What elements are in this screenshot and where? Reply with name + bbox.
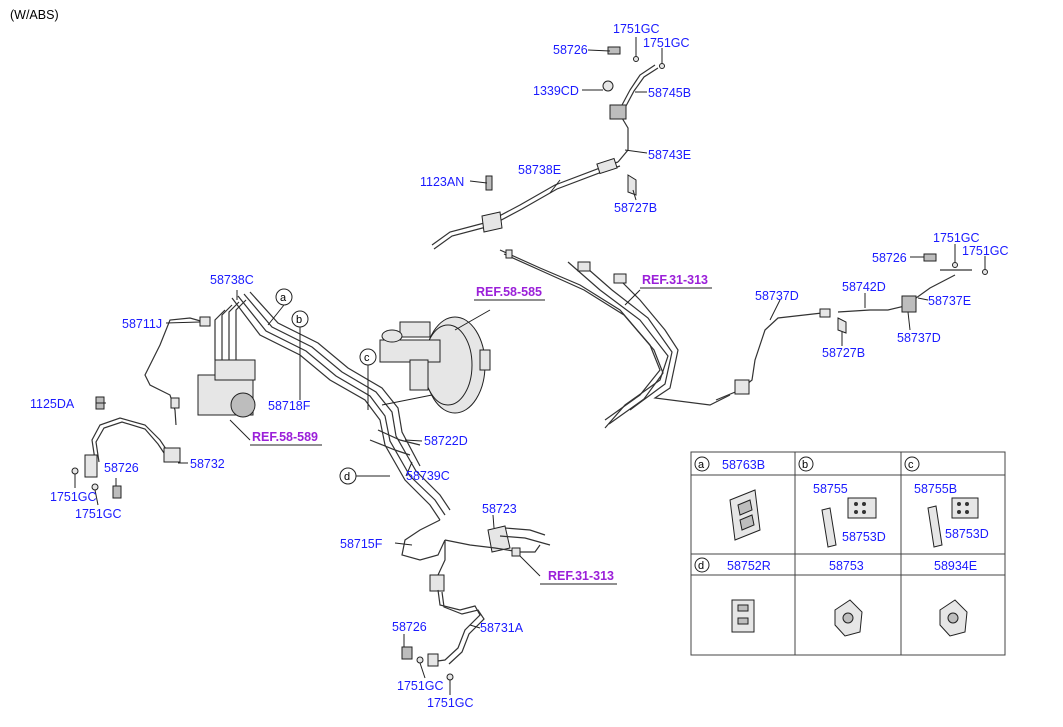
callout-circle-d — [339, 467, 357, 485]
label-1751gc-bot1: 1751GC — [397, 679, 444, 693]
bracket-58723 — [444, 525, 551, 557]
table-key-b: b — [802, 459, 808, 471]
label-58727b-top: 58727B — [614, 201, 657, 215]
label-58726-bot: 58726 — [392, 620, 427, 634]
right-front-pipe-hose — [401, 519, 485, 681]
label-58727b-right: 58727B — [822, 346, 865, 360]
table-key-a: a — [698, 459, 705, 471]
table-part-58934e: 58934E — [934, 559, 977, 573]
label-1751gc-bot2: 1751GC — [427, 696, 474, 710]
table-part-58752r: 58752R — [727, 559, 771, 573]
label-1339cd: 1339CD — [533, 84, 579, 98]
ref-58-585: REF.58-585 — [476, 285, 542, 299]
label-1751gc-right2: 1751GC — [962, 244, 1009, 258]
callout-circles: a b c d — [275, 288, 377, 485]
label-58715f: 58715F — [340, 537, 383, 551]
table-key-d: d — [698, 560, 704, 572]
label-58738c: 58738C — [210, 273, 254, 287]
left-front-pipe — [144, 316, 211, 426]
abs-modulator — [197, 299, 256, 418]
label-1751gc-left2: 1751GC — [75, 507, 122, 521]
label-58722d: 58722D — [424, 434, 468, 448]
callout-c: c — [364, 352, 370, 364]
main-pipe-bundle — [231, 291, 451, 521]
label-1123an: 1123AN — [420, 175, 464, 189]
label-58711j: 58711J — [122, 317, 162, 331]
diagram-header: (W/ABS) — [10, 8, 59, 22]
table-part-58763b: 58763B — [722, 458, 765, 472]
brake-booster — [379, 316, 491, 414]
table-c-58755b: 58755B — [914, 482, 957, 496]
label-58743e: 58743E — [648, 148, 691, 162]
callout-d: d — [344, 471, 350, 483]
label-1125da: 1125DA — [30, 397, 75, 411]
label-1751gc-left1: 1751GC — [50, 490, 97, 504]
reference-labels: REF.58-585 REF.31-313 REF.58-589 REF.31-… — [250, 273, 712, 585]
label-1751gc-top1: 1751GC — [613, 22, 660, 36]
label-58726-top: 58726 — [553, 43, 588, 57]
clip-58755-image — [821, 497, 877, 548]
label-58732: 58732 — [190, 457, 225, 471]
label-58718f: 58718F — [268, 399, 311, 413]
label-58726-right: 58726 — [872, 251, 907, 265]
center-pipe-bundle — [499, 249, 731, 429]
label-58737d-right: 58737D — [897, 331, 941, 345]
ref-58-589: REF.58-589 — [252, 430, 318, 444]
ref-31-313-top: REF.31-313 — [642, 273, 708, 287]
callout-circle-c — [359, 348, 377, 366]
table-part-58753: 58753 — [829, 559, 864, 573]
table-key-c: c — [908, 459, 914, 471]
label-1751gc-right1: 1751GC — [933, 231, 980, 245]
clip-58763b-image — [729, 489, 761, 541]
ref-31-313-bot: REF.31-313 — [548, 569, 614, 583]
label-58726-left: 58726 — [104, 461, 139, 475]
clip-58755b-image — [927, 497, 979, 548]
label-1751gc-top2: 1751GC — [643, 36, 690, 50]
table-c-58753d: 58753D — [945, 527, 989, 541]
clip-58753-image — [834, 599, 863, 637]
callout-circle-a — [275, 288, 293, 306]
parts-table: a 58763B b c 58755 58753D 58755B 58753D — [690, 451, 1006, 656]
clip-58752r-image — [731, 599, 755, 633]
label-58738e: 58738E — [518, 163, 561, 177]
leader-lines — [74, 37, 986, 695]
label-58745b: 58745B — [648, 86, 691, 100]
label-58723: 58723 — [482, 502, 517, 516]
table-b-58755: 58755 — [813, 482, 848, 496]
callout-a: a — [280, 292, 287, 304]
label-58731a: 58731A — [480, 621, 524, 635]
callout-circle-b — [291, 310, 309, 328]
table-b-58753d: 58753D — [842, 530, 886, 544]
part-labels: 1751GC 58726 1751GC 1339CD 58745B 58743E… — [30, 22, 1009, 710]
label-58742d: 58742D — [842, 280, 886, 294]
clip-58934e-image — [939, 599, 968, 637]
label-58737e: 58737E — [928, 294, 971, 308]
right-rear-pipe — [715, 253, 988, 401]
rear-hose-top-assembly — [431, 46, 665, 250]
label-58739c: 58739C — [406, 469, 450, 483]
label-58737d-mid: 58737D — [755, 289, 799, 303]
left-front-hose — [71, 396, 181, 499]
callout-b: b — [296, 314, 302, 326]
